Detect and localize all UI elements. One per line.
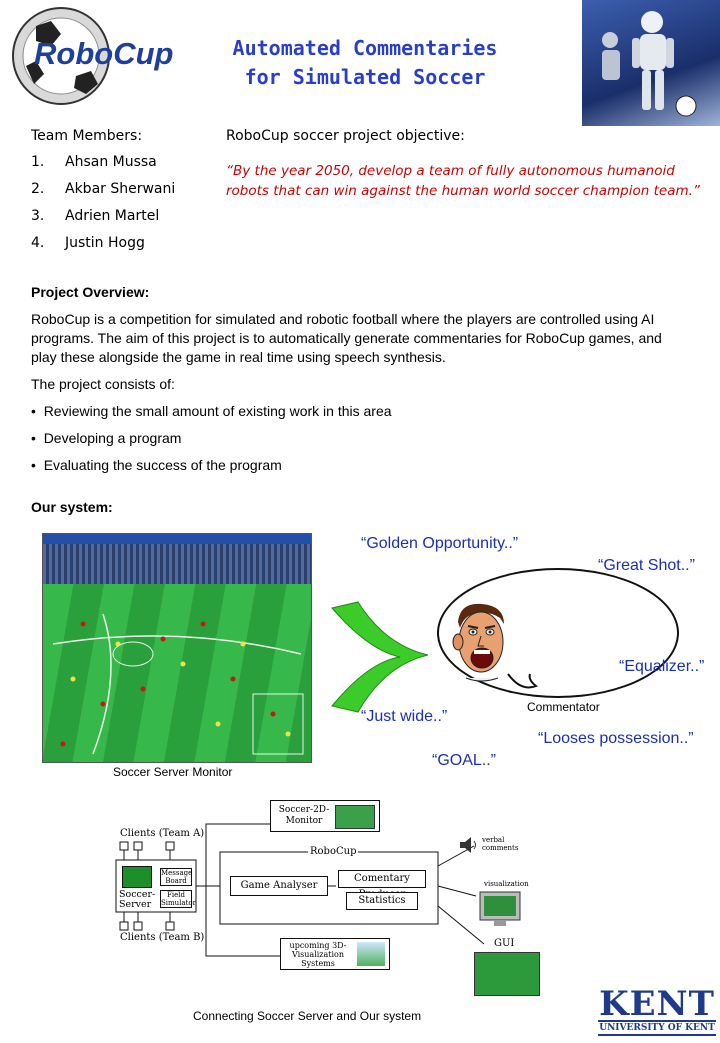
monitor-computer-icon [478,890,524,935]
commentator-face-icon [448,598,514,689]
title-line-2: for Simulated Soccer [244,65,486,89]
kent-wordmark: KENT [599,984,715,1024]
objective-heading: RoboCup soccer project objective: [226,128,465,144]
stadium-stands [43,544,311,584]
member-row: 1. Ahsan Mussa [31,154,175,181]
title-line-1: Automated Commentaries [232,36,498,60]
member-number: 1. [31,154,45,170]
member-name: Adrien Martel [65,208,160,224]
soccer-server-label: Soccer-Server [119,889,156,910]
field-simulator-box: Field Simulator [160,890,196,908]
soccer-monitor-screenshot [42,533,312,763]
member-number: 4. [31,235,45,251]
gui-label: GUI [494,938,515,949]
kent-logo: KENT UNIVERSITY OF KENT [598,984,716,1036]
member-name: Akbar Sherwani [65,181,176,197]
overview-bullets: • Reviewing the small amount of existing… [31,402,691,483]
monitor-caption: Soccer Server Monitor [113,765,233,779]
statistics-box: Statistics [346,892,418,910]
page-title: Automated Commentaries for Simulated Soc… [180,34,550,92]
bubble-tail [506,672,546,701]
team-heading: Team Members: [31,128,143,144]
speaker-icon [458,834,480,861]
objective-quote: “By the year 2050, develop a team of ful… [226,163,700,199]
commentator-label: Commentator [527,700,600,714]
kent-underline [598,1034,716,1036]
bullet-item: • Reviewing the small amount of existing… [31,403,392,419]
project-objective: RoboCup soccer project objective: “By th… [226,128,706,201]
system-heading: Our system: [31,499,113,515]
overview-consists: The project consists of: [31,376,175,392]
server-logo-icon [122,866,152,888]
game-analyser-box: Game Analyser [230,876,328,896]
soccer-pitch [43,584,311,762]
gui-thumbnail [474,952,540,996]
diagram-caption: Connecting Soccer Server and Our system [193,1009,422,1023]
quote-looses: “Looses possession..” [538,730,694,747]
overview-paragraph: RoboCup is a competition for simulated a… [31,311,662,365]
team-members: Team Members: 1. Ahsan Mussa 2. Akbar Sher… [31,128,175,262]
member-name: Ahsan Mussa [65,154,157,170]
robot-photo [582,0,720,126]
bullet-item: • Evaluating the success of the program [31,457,282,473]
architecture-diagram: Clients (Team A) Clients (Team B) Soccer… [108,796,540,1001]
verbal-label: verbal comments [482,836,519,852]
quote-great-shot: “Great Shot..” [598,557,695,574]
arrow-chevron-icon [330,600,430,720]
bullet-item: • Developing a program [31,430,182,446]
project-overview: Project Overview: RoboCup is a competiti… [31,283,691,483]
member-number: 3. [31,208,45,224]
monitor-2d-label: Soccer-2D-Monitor [278,805,330,826]
member-name: Justin Hogg [65,235,145,251]
clients-b-label: Clients (Team B) [120,932,205,943]
upcoming-3d-label: upcoming 3D-Visualization Systems [289,941,347,968]
window-titlebar [43,534,311,544]
soccer-2d-monitor-box: Soccer-2D-Monitor [270,800,380,832]
monitor-2d-thumbnail [335,805,375,829]
quote-golden: “Golden Opportunity..” [361,535,519,552]
commentary-producer-box: Comentary Producer [338,870,426,900]
robocup-logo: RoboCup [6,6,174,106]
message-board-box: Message Board [160,868,193,886]
quote-equalizer: “Equalizer..” [619,658,705,675]
speech-bubble [437,568,679,698]
robocup-system-label: RoboCup [308,846,359,857]
clients-a-label: Clients (Team A) [120,828,205,839]
quote-just-wide: “Just wide..” [361,708,448,725]
quote-goal: “GOAL..” [432,752,497,769]
overview-heading: Project Overview: [31,284,150,300]
visualization-3d-thumbnail [357,942,385,966]
member-row: 2. Akbar Sherwani [31,181,175,208]
member-number: 2. [31,181,45,197]
logo-text: RoboCup [34,36,174,71]
member-row: 4. Justin Hogg [31,235,175,262]
university-of-kent: UNIVERSITY OF KENT [598,1020,716,1033]
visualization-label: visualization [484,880,529,888]
member-row: 3. Adrien Martel [31,208,175,235]
upcoming-3d-box: upcoming 3D-Visualization Systems [280,938,390,970]
